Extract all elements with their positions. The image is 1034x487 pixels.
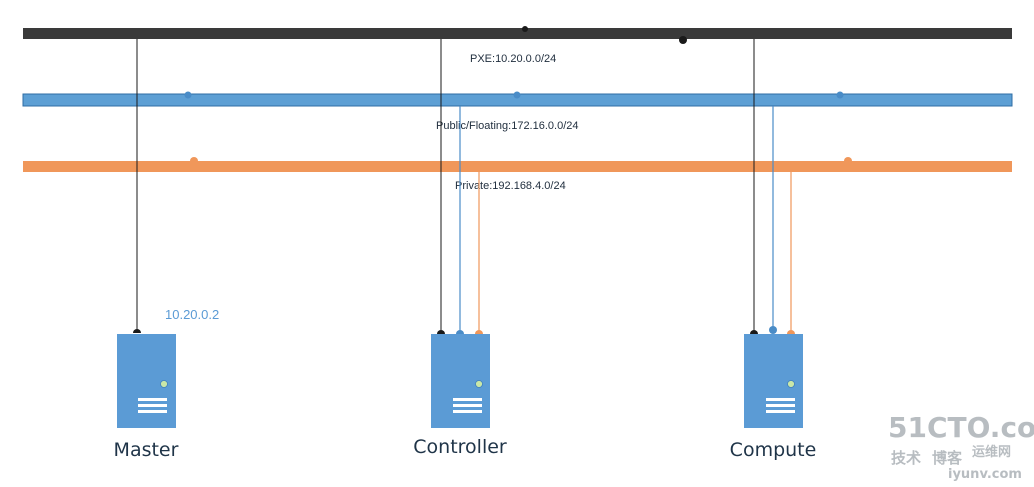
watermark-site: iyunv.com [948, 467, 1022, 482]
watermark-main-text: 51CTO.com [888, 411, 1034, 444]
watermark-sub-mid: 博客 [932, 449, 963, 467]
controller-server-icon [431, 334, 490, 428]
public-bar-dot [184, 91, 192, 99]
public-network-label: Public/Floating:172.16.0.0/24 [436, 120, 579, 132]
watermark-sub-left: 技术 [891, 449, 921, 467]
watermark-sub-right: 运维网 [972, 444, 1011, 460]
watermark-51cto-logo: 51CTO.com 技术 博客 运维网 iyunv.com [888, 411, 1034, 482]
master-label: Master [114, 439, 179, 461]
compute-public-connector [769, 326, 777, 334]
pxe-bar-dot [679, 36, 687, 44]
private-network-label: Private:192.168.4.0/24 [455, 180, 566, 192]
public-bar-dot [513, 91, 521, 99]
pxe-network-label: PXE:10.20.0.0/24 [470, 53, 556, 65]
private-network-bar [23, 161, 1012, 172]
controller-pxe-connector [437, 330, 445, 334]
master-server-icon [117, 334, 176, 428]
compute-pxe-connector [750, 330, 758, 334]
compute-private-connector [787, 330, 795, 334]
private-bar-dot [190, 157, 198, 165]
compute-server-icon [744, 334, 803, 428]
controller-public-connector [456, 330, 464, 334]
public-bar-dot [836, 91, 844, 99]
private-bar-dot [844, 157, 852, 165]
master-ip-label: 10.20.0.2 [165, 307, 219, 322]
compute-label: Compute [730, 439, 817, 461]
pxe-network-bar [23, 28, 1012, 39]
controller-private-connector [475, 330, 483, 334]
controller-label: Controller [413, 436, 507, 458]
master-pxe-connector [133, 329, 141, 333]
pxe-bar-dot [522, 26, 528, 32]
